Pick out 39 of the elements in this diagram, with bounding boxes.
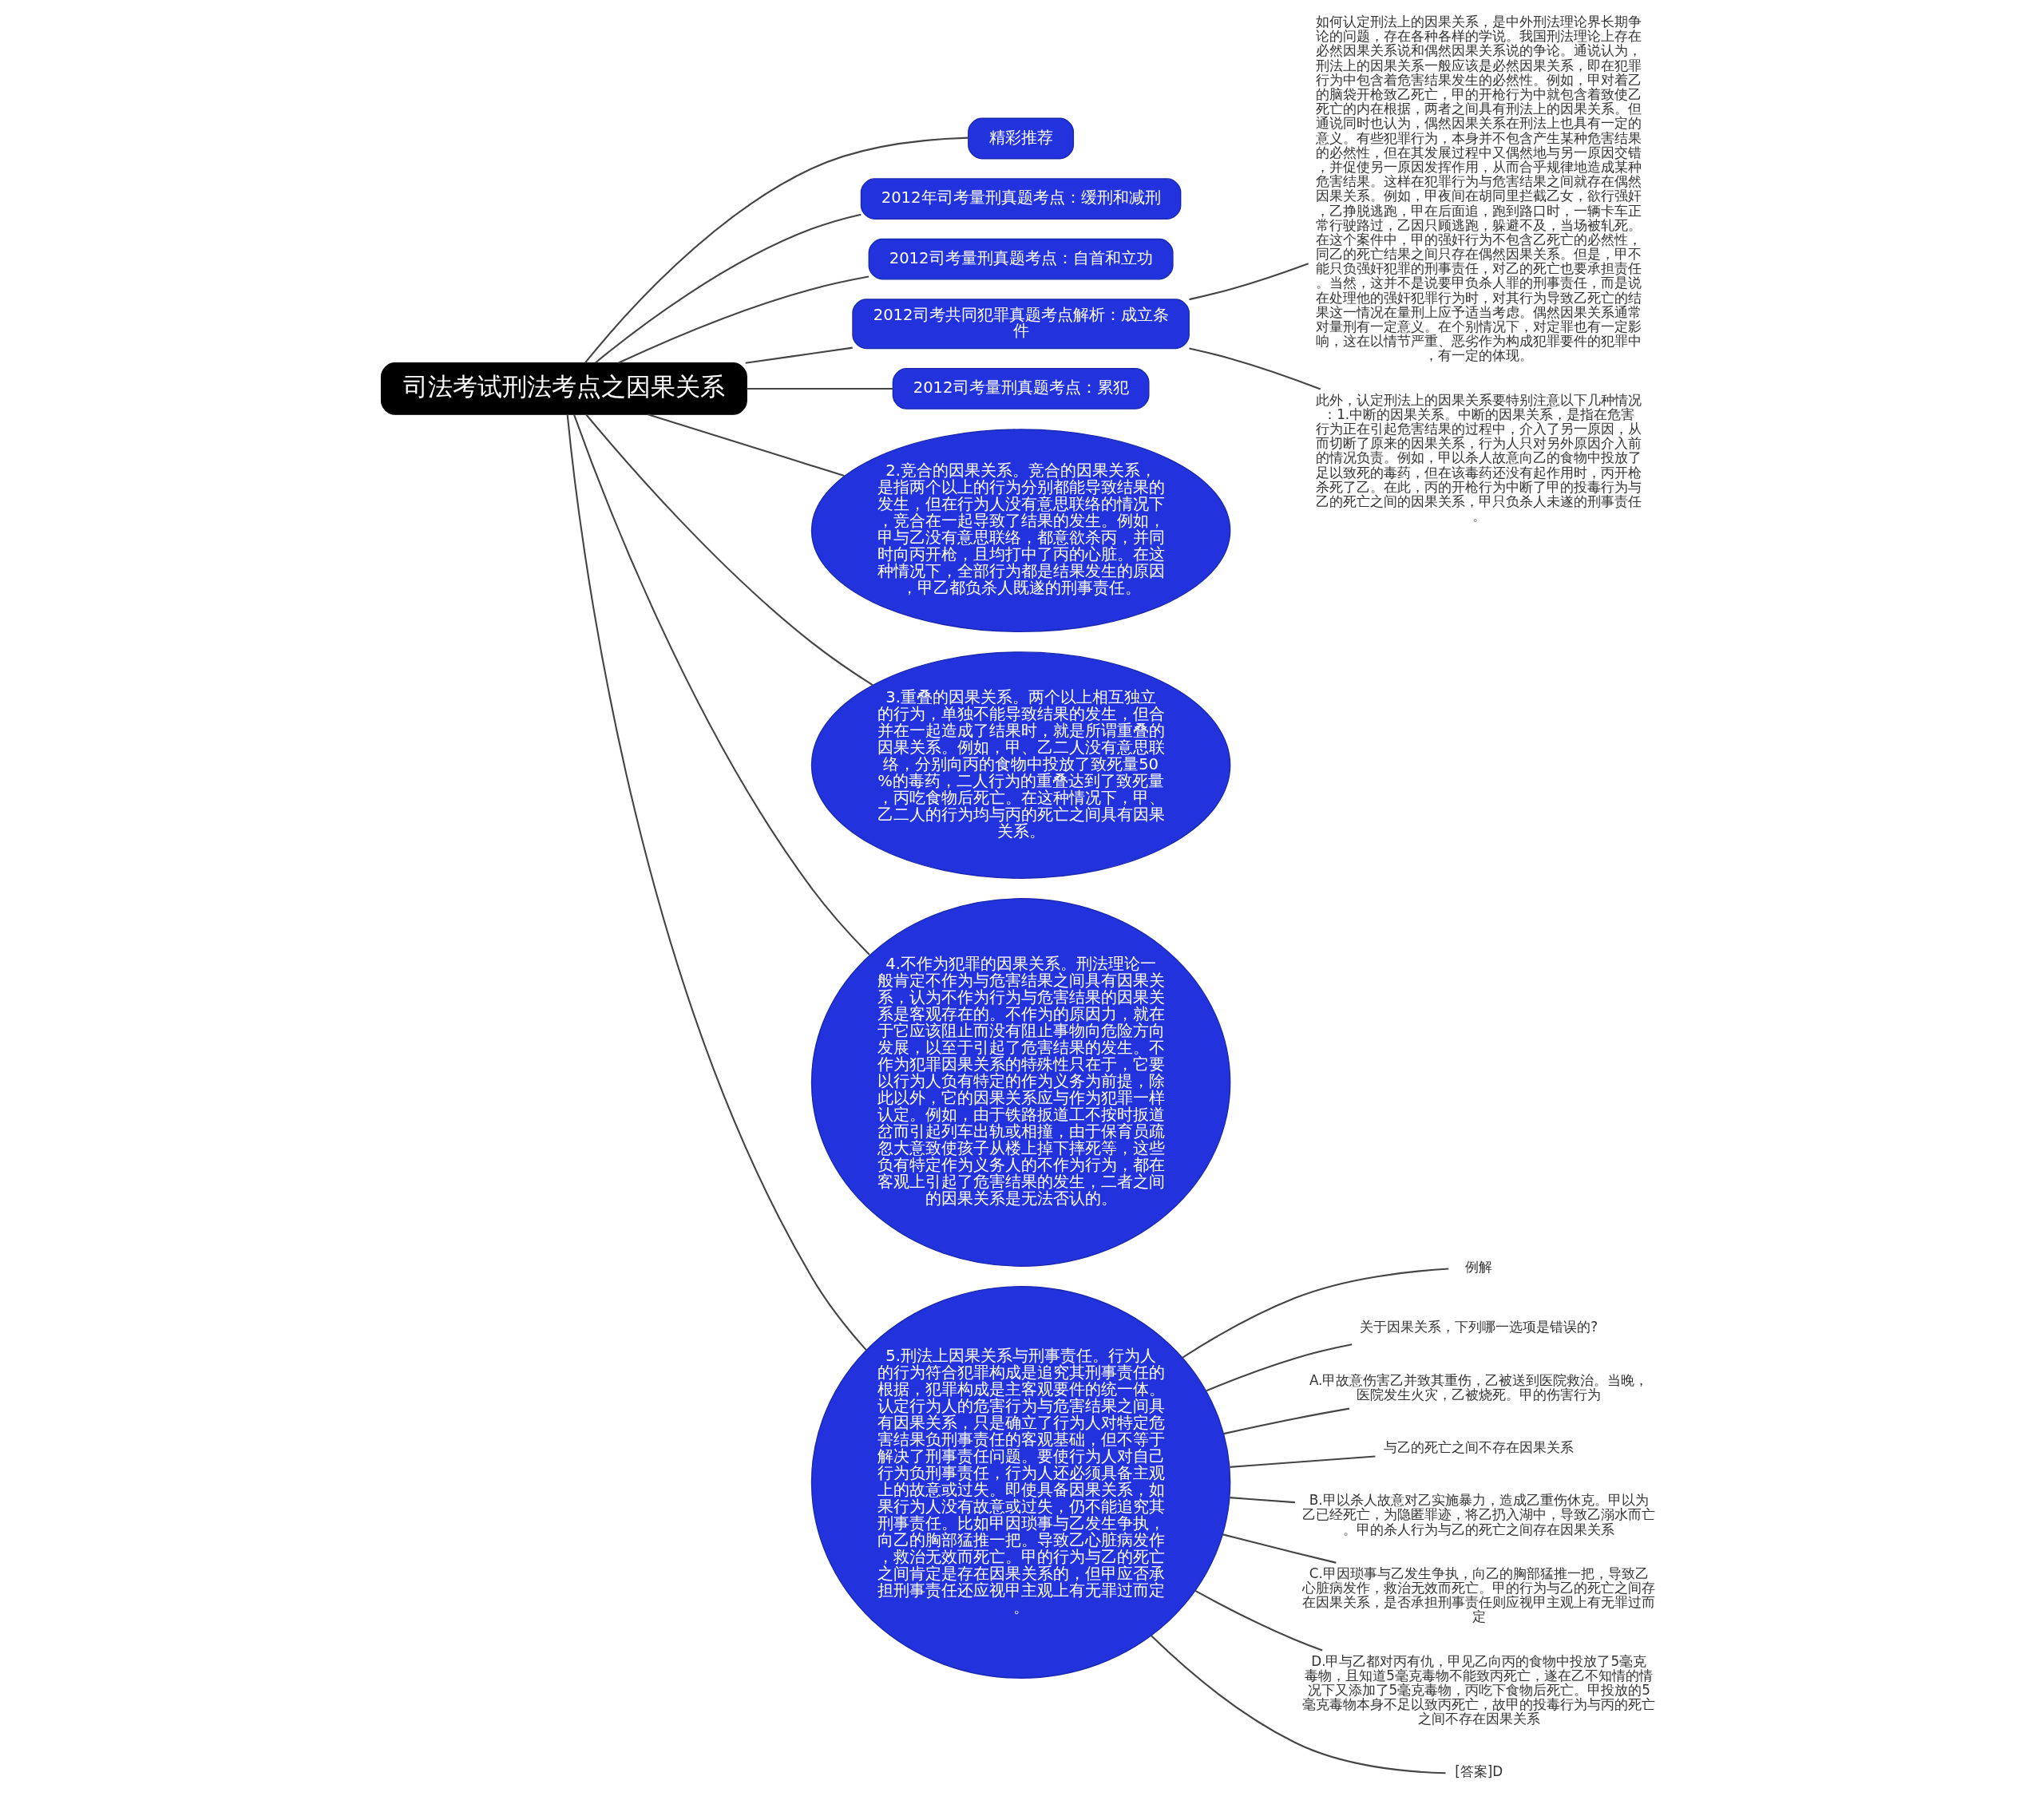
node-box: 2012司考共同犯罪真题考点解析：成立条件	[852, 299, 1190, 350]
node-circle: 5.刑法上因果关系与刑事责任。行为人的行为符合犯罪构成是追究其刑事责任的根据，犯罪构成是主客观要件的统一体。认定行为人的危害行为与危害结果之间具有因果关系，只是确立了行为人对特定危害结果负刑事责任的客观基础，但不等于解决了刑事责任问题。要使行为人对自己行为负刑事责任，行为人还必须具备主观上的故意或过失。即使具备因果关系，如果行为人没有故意或过失，仍不能追究其刑事责任。比如甲因琐事与乙发生争执，向乙的胸部猛推一把。导致乙心脏病发作，救治无效而死亡。甲的行为与乙的死亡之间肯定是存在因果关系的，但甲应否承担刑事责任还应视甲主观上有无罪过而定。	[810, 1286, 1231, 1679]
connector	[1194, 1590, 1323, 1652]
node-ellipse: 3.重叠的因果关系。两个以上相互独立的行为，单独不能导致结果的发生，但合并在一起造成了结果时，就是所谓重叠的因果关系。例如，甲、乙二人没有意思联络，分别向丙的食物中投放了致死量50%的毒药，二人行为的重叠达到了致死量，丙吃食物后死亡。在这种情况下，甲、乙二人的行为均与丙的死亡之间具有因果关系。	[810, 651, 1231, 879]
node-box: 精彩推荐	[968, 117, 1075, 160]
connector	[1223, 1407, 1350, 1435]
node-text: A.甲故意伤害乙并致其重伤，乙被送到医院救治。当晚，医院发生火灾，乙被烧死。甲的伤害行为	[1309, 1371, 1649, 1402]
connector	[1189, 347, 1321, 390]
node-box: 2012司考量刑真题考点：自首和立功	[868, 238, 1174, 280]
connector	[648, 413, 845, 477]
connector	[745, 346, 853, 364]
node-text: 关于因果关系，下列哪一选项是错误的?	[1360, 1319, 1598, 1335]
node-text: [答案]D	[1455, 1763, 1503, 1780]
connector	[1206, 1343, 1353, 1392]
connector	[1151, 1635, 1446, 1774]
node-text: B.甲以杀人故意对乙实施暴力，造成乙重伤休克。甲以为乙已经死亡，为隐匿罪迹，将乙扔入湖中，导致乙溺水而亡。甲的杀人行为与乙的死亡之间存在因果关系	[1302, 1492, 1656, 1537]
connector	[595, 213, 862, 364]
node-box: 2012司考量刑真题考点：累犯	[892, 368, 1150, 409]
connector	[1189, 263, 1309, 301]
connector	[1222, 1533, 1337, 1564]
connector	[1182, 1268, 1449, 1359]
connector	[617, 275, 869, 364]
node-text: 例解	[1465, 1258, 1493, 1275]
node-text: 此外，认定刑法上的因果关系要特别注意以下几种情况：1.中断的因果关系。中断的因果关系，是指在危害行为正在引起危害结果的过程中，介入了另一原因，从而切断了原来的因果关系，行为人只对另外原因介入前的情况负责。例如，甲以杀人故意向乙的食物中投放了足以致死的毒药，但在该毒药还没有起作用时，丙开枪杀死了乙。在此，丙的开枪行为中断了甲的投毒行为与乙的死亡之间的因果关系，甲只负杀人未遂的刑事责任。	[1316, 391, 1642, 524]
connector	[585, 413, 873, 686]
node-text: D.甲与乙都对丙有仇，甲见乙向丙的食物中投放了5毫克毒物，且知道5毫克毒物不能致丙死亡，遂在乙不知情的情况下又添加了5毫克毒物，丙吃下食物后死亡。甲投放的5毫克毒物本身不足以致丙死亡，故甲的投毒行为与丙的死亡之间不存在因果关系	[1302, 1652, 1656, 1727]
node-box: 2012年司考量刑真题考点：缓刑和减刑	[860, 178, 1182, 220]
node-box: 司法考试刑法考点之因果关系	[380, 362, 747, 415]
node-text: 如何认定刑法上的因果关系，是中外刑法理论界长期争论的问题，存在各种各样的学说。我国刑法理论上存在必然因果关系说和偶然因果关系说的争论。通说认为，刑法上的因果关系一般应该是必然因果关系，即在犯罪行为中包含着危害结果发生的必然性。例如，甲对着乙的脑袋开枪致乙死亡，甲的开枪行为中就包含着致使乙死亡的内在根据，两者之间具有刑法上的因果关系。但通说同时也认为，偶然因果关系在刑法上也具有一定的意义。有些犯罪行为，本身并不包含产生某种危害结果的必然性，但在其发展过程中又偶然地与另一原因交错，并促使另一原因发挥作用，从而合乎规律地造成某种危害结果。这样在犯罪行为与危害结果之间就存在偶然因果关系。例如，甲夜间在胡同里拦截乙女，欲行强奸，乙挣脱逃跑，甲在后面追，跑到路口时，一辆卡车正常行驶路过，乙因只顾逃跑，躲避不及，当场被轧死。在这个案件中，甲的强奸行为不包含乙死亡的必然性，同乙的死亡结果之间只存在偶然因果关系。但是，甲不能只负强奸犯罪的刑事责任，对乙的死亡也要承担责任。当然，这并不是说要甲负杀人罪的刑事责任，而是说在处理他的强奸犯罪行为时，对其行为导致乙死亡的结果这一情况在量刑上应予适当考虑。偶然因果关系通常对量刑有一定意义。在个别情况下，对定罪也有一定影响，这在以情节严重、恶劣作为构成犯罪要件的犯罪中，有一定的体现。	[1316, 14, 1642, 364]
node-text: C.甲因琐事与乙发生争执，向乙的胸部猛推一把，导致乙心脏病发作，救治无效而死亡。甲的行为与乙的死亡之间存在因果关系，是否承担刑事责任则应视甲主观上有无罪过而定	[1302, 1565, 1656, 1625]
connector	[1230, 1497, 1295, 1504]
connector	[584, 136, 969, 364]
node-ellipse: 4.不作为犯罪的因果关系。刑法理论一般肯定不作为与危害结果之间具有因果关系，认为不作为行为与危害结果的因果关系是客观存在的。不作为的原因力，就在于它应该阻止而没有阻止事物向危险方向发展，以至于引起了危害结果的发生。不作为犯罪因果关系的特殊性只在于，它要以行为人负有特定的作为义务为前提，除此以外，它的因果关系应与作为犯罪一样认定。例如，由于铁路扳道工不按时扳道岔而引起列车出轨或相撞，由于保育员疏忽大意致使孩子从楼上掉下摔死等，这些负有特定作为义务人的不作为行为，都在客观上引起了危害结果的发生，二者之间的因果关系是无法否认的。	[810, 898, 1231, 1267]
connector	[1230, 1455, 1376, 1468]
connector	[566, 414, 867, 1351]
connector	[747, 387, 893, 390]
connector	[573, 414, 870, 955]
node-text: 与乙的死亡之间不存在因果关系	[1384, 1439, 1575, 1456]
node-ellipse: 2.竞合的因果关系。竞合的因果关系，是指两个以上的行为分别都能导致结果的发生，但在行为人没有意思联络的情况下，竞合在一起导致了结果的发生。例如，甲与乙没有意思联络，都意欲杀丙，并同时向丙开枪，且均打中了丙的心脏。在这种情况下，全部行为都是结果发生的原因，甲乙都负杀人既遂的刑事责任。	[810, 429, 1231, 633]
